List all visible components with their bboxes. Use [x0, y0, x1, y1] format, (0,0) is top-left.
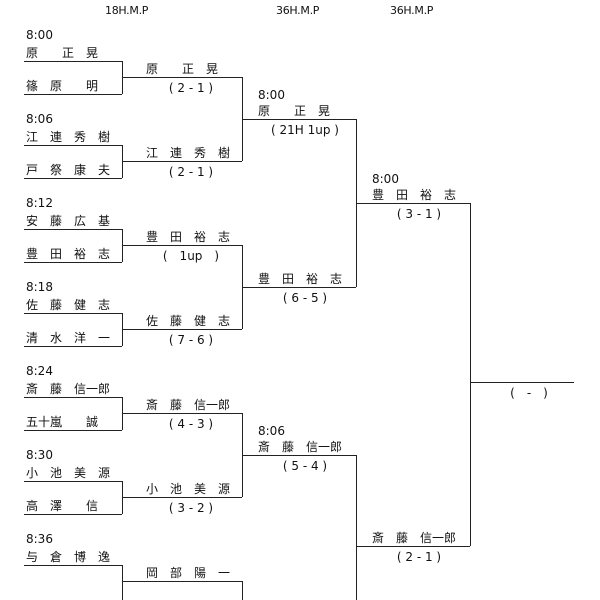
bracket-connector [242, 581, 243, 600]
player-line [24, 565, 122, 566]
connector-stub [122, 161, 140, 162]
connector-stub [356, 546, 370, 547]
connector-stub [122, 581, 140, 582]
connector-stub [242, 287, 256, 288]
winner-name: 斎 藤 信一郎 [146, 398, 231, 412]
winner-name: 江 連 秀 樹 [146, 146, 231, 160]
bracket-connector [470, 203, 471, 546]
match-score: ( 2 - 1 ) [168, 165, 214, 179]
player-name: 安 藤 広 基 [26, 214, 111, 228]
winner-name: 佐 藤 健 志 [146, 314, 231, 328]
connector-stub [356, 203, 370, 204]
connector-stub [470, 382, 484, 383]
connector-stub [242, 119, 256, 120]
winner-name: 小 池 美 源 [146, 482, 231, 496]
match-score: ( 3 - 2 ) [168, 501, 214, 515]
winner-line [140, 77, 242, 78]
header-round-2: 36H.M.P [276, 4, 320, 17]
match-time: 8:24 [26, 364, 53, 378]
connector-stub [122, 413, 140, 414]
winner-line [140, 497, 242, 498]
player-line [24, 346, 122, 347]
winner-name: 斎 藤 信一郎 [372, 531, 457, 545]
player-name: 斎 藤 信一郎 [26, 382, 111, 396]
match-score: ( 5 - 4 ) [282, 459, 328, 473]
winner-line [140, 413, 242, 414]
connector-stub [122, 329, 140, 330]
player-name: 五十嵐 誠 [26, 415, 99, 429]
winner-name: 原 正 晃 [146, 62, 219, 76]
winner-name: 豊 田 裕 志 [146, 230, 231, 244]
player-name: 江 連 秀 樹 [26, 130, 111, 144]
match-time: 8:36 [26, 532, 53, 546]
winner-line [256, 455, 356, 456]
winner-line [370, 546, 470, 547]
player-name: 高 澤 信 [26, 499, 99, 513]
player-name: 篠 原 明 [26, 79, 99, 93]
winner-line [140, 329, 242, 330]
match-time: 8:00 [372, 172, 399, 186]
header-round-1: 18H.M.P [105, 4, 149, 17]
match-time: 8:00 [258, 88, 285, 102]
match-score: ( 21H 1up ) [271, 123, 339, 137]
match-time: 8:12 [26, 196, 53, 210]
match-score: ( 2 - 1 ) [396, 550, 442, 564]
connector-stub [242, 455, 256, 456]
player-line [24, 313, 122, 314]
winner-name: 岡 部 陽 一 [146, 566, 231, 580]
player-line [24, 178, 122, 179]
winner-line [140, 245, 242, 246]
player-line [24, 262, 122, 263]
winner-line [140, 161, 242, 162]
player-line [24, 481, 122, 482]
winner-name: 原 正 晃 [258, 104, 331, 118]
bracket-connector [356, 455, 357, 600]
final-score: ( - ) [510, 386, 548, 400]
player-name: 与 倉 博 逸 [26, 550, 111, 564]
winner-line [256, 287, 356, 288]
final-line [484, 382, 574, 383]
player-name: 清 水 洋 一 [26, 331, 111, 345]
connector-stub [122, 245, 140, 246]
player-line [24, 145, 122, 146]
match-time: 8:30 [26, 448, 53, 462]
match-score: ( 1up ) [162, 249, 220, 263]
winner-line [140, 581, 242, 582]
winner-name: 豊 田 裕 志 [372, 188, 457, 202]
winner-line [370, 203, 470, 204]
player-line [24, 229, 122, 230]
winner-name: 豊 田 裕 志 [258, 272, 343, 286]
connector-stub [122, 497, 140, 498]
match-time: 8:18 [26, 280, 53, 294]
header-round-3: 36H.M.P [390, 4, 434, 17]
player-line [24, 430, 122, 431]
match-score: ( 6 - 5 ) [282, 291, 328, 305]
winner-line [256, 119, 356, 120]
match-score: ( 4 - 3 ) [168, 417, 214, 431]
match-time: 8:06 [258, 424, 285, 438]
player-line [24, 397, 122, 398]
player-name: 豊 田 裕 志 [26, 247, 111, 261]
player-name: 原 正 晃 [26, 46, 99, 60]
player-line [24, 514, 122, 515]
match-time: 8:00 [26, 28, 53, 42]
match-score: ( 3 - 1 ) [396, 207, 442, 221]
match-score: ( 2 - 1 ) [168, 81, 214, 95]
player-name: 戸 祭 康 夫 [26, 163, 111, 177]
match-time: 8:06 [26, 112, 53, 126]
player-name: 佐 藤 健 志 [26, 298, 111, 312]
player-line [24, 94, 122, 95]
bracket-connector [122, 565, 123, 600]
player-line [24, 61, 122, 62]
winner-name: 斎 藤 信一郎 [258, 440, 343, 454]
connector-stub [122, 77, 140, 78]
player-name: 小 池 美 源 [26, 466, 111, 480]
match-score: ( 7 - 6 ) [168, 333, 214, 347]
